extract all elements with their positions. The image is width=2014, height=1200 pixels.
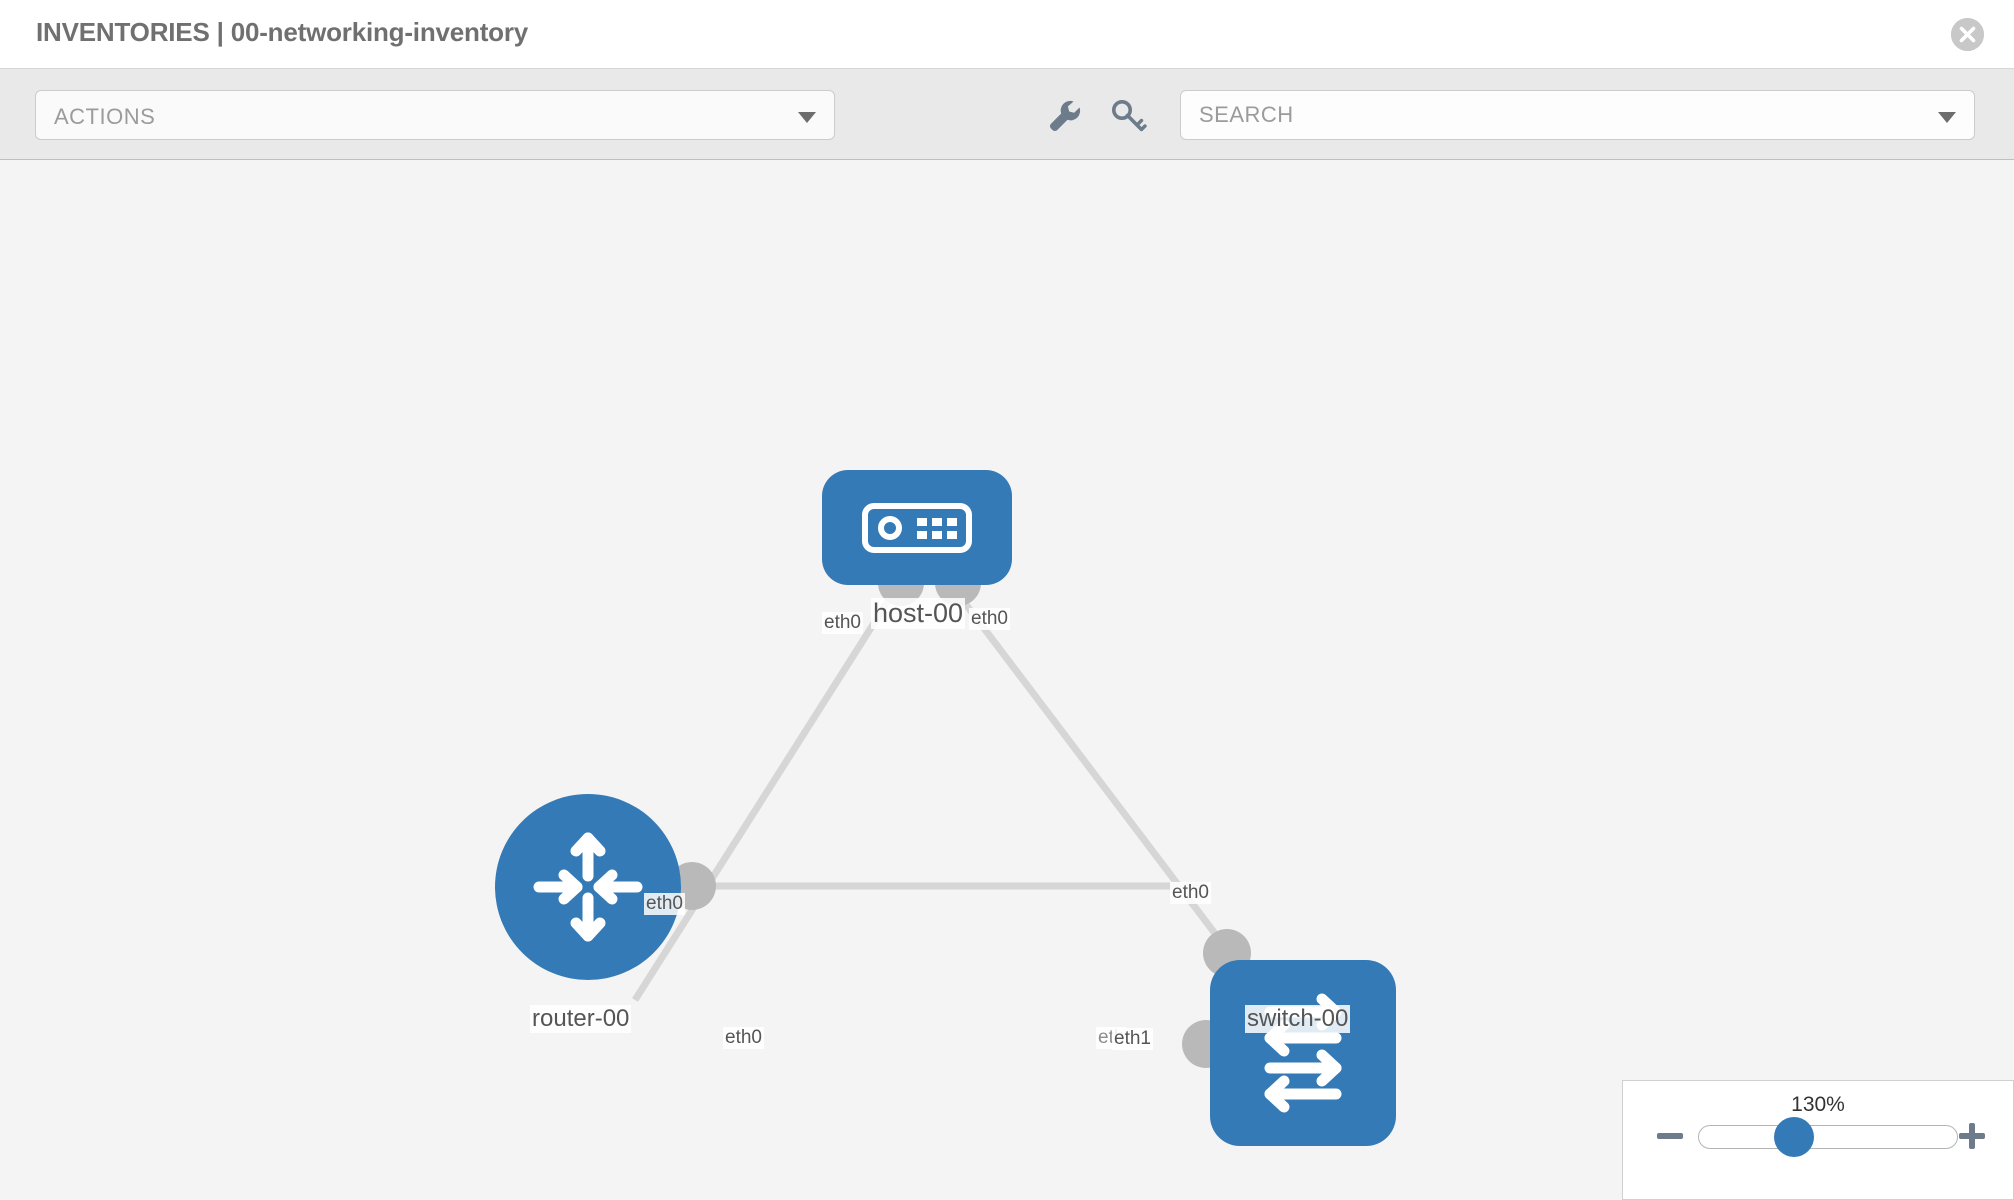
page-title: INVENTORIES | 00-networking-inventory <box>36 17 529 47</box>
server-icon <box>862 502 972 553</box>
router-00-label: router-00 <box>530 1005 632 1033</box>
wrench-icon[interactable] <box>1043 95 1085 137</box>
close-icon[interactable] <box>1951 18 1984 51</box>
search-chevron-down-icon[interactable] <box>1938 112 1956 123</box>
zoom-control: 130% <box>1622 1080 2014 1200</box>
switch-00-label: switch-00 <box>1245 1005 1351 1033</box>
link-label-host-right: eth0 <box>969 608 1010 630</box>
zoom-slider-thumb[interactable] <box>1774 1117 1814 1157</box>
link-label-router-up: eth0 <box>644 893 685 915</box>
actions-dropdown[interactable]: ACTIONS <box>35 90 835 140</box>
host-00-label: host-00 <box>871 598 966 629</box>
topology-links <box>632 587 1238 1002</box>
page-header: INVENTORIES | 00-networking-inventory <box>0 0 2014 69</box>
topology-canvas[interactable]: host-00 eth0 eth0 <box>0 160 2014 1200</box>
key-icon[interactable] <box>1107 95 1149 137</box>
router-00-shape[interactable] <box>495 794 681 980</box>
minus-icon[interactable] <box>1655 1121 1685 1151</box>
router-arrows-icon <box>533 832 643 942</box>
link-label-host-left: eth0 <box>822 612 863 634</box>
zoom-level-label: 130% <box>1791 1093 1845 1116</box>
link-label-switch-left: eth1 <box>1112 1028 1153 1050</box>
switch-00-shape[interactable] <box>1210 960 1396 1146</box>
search-input[interactable] <box>1199 91 1899 139</box>
chevron-down-icon <box>798 112 816 123</box>
actions-dropdown-label: ACTIONS <box>54 104 156 129</box>
zoom-slider-track[interactable] <box>1698 1125 1958 1149</box>
link-label-router-right: eth0 <box>723 1027 764 1049</box>
host-00-shape[interactable] <box>822 470 1012 585</box>
plus-icon[interactable] <box>1957 1121 1987 1151</box>
search-field[interactable] <box>1180 90 1975 140</box>
toolbar: ACTIONS <box>0 69 2014 160</box>
link-label-switch-up: eth0 <box>1170 882 1211 904</box>
